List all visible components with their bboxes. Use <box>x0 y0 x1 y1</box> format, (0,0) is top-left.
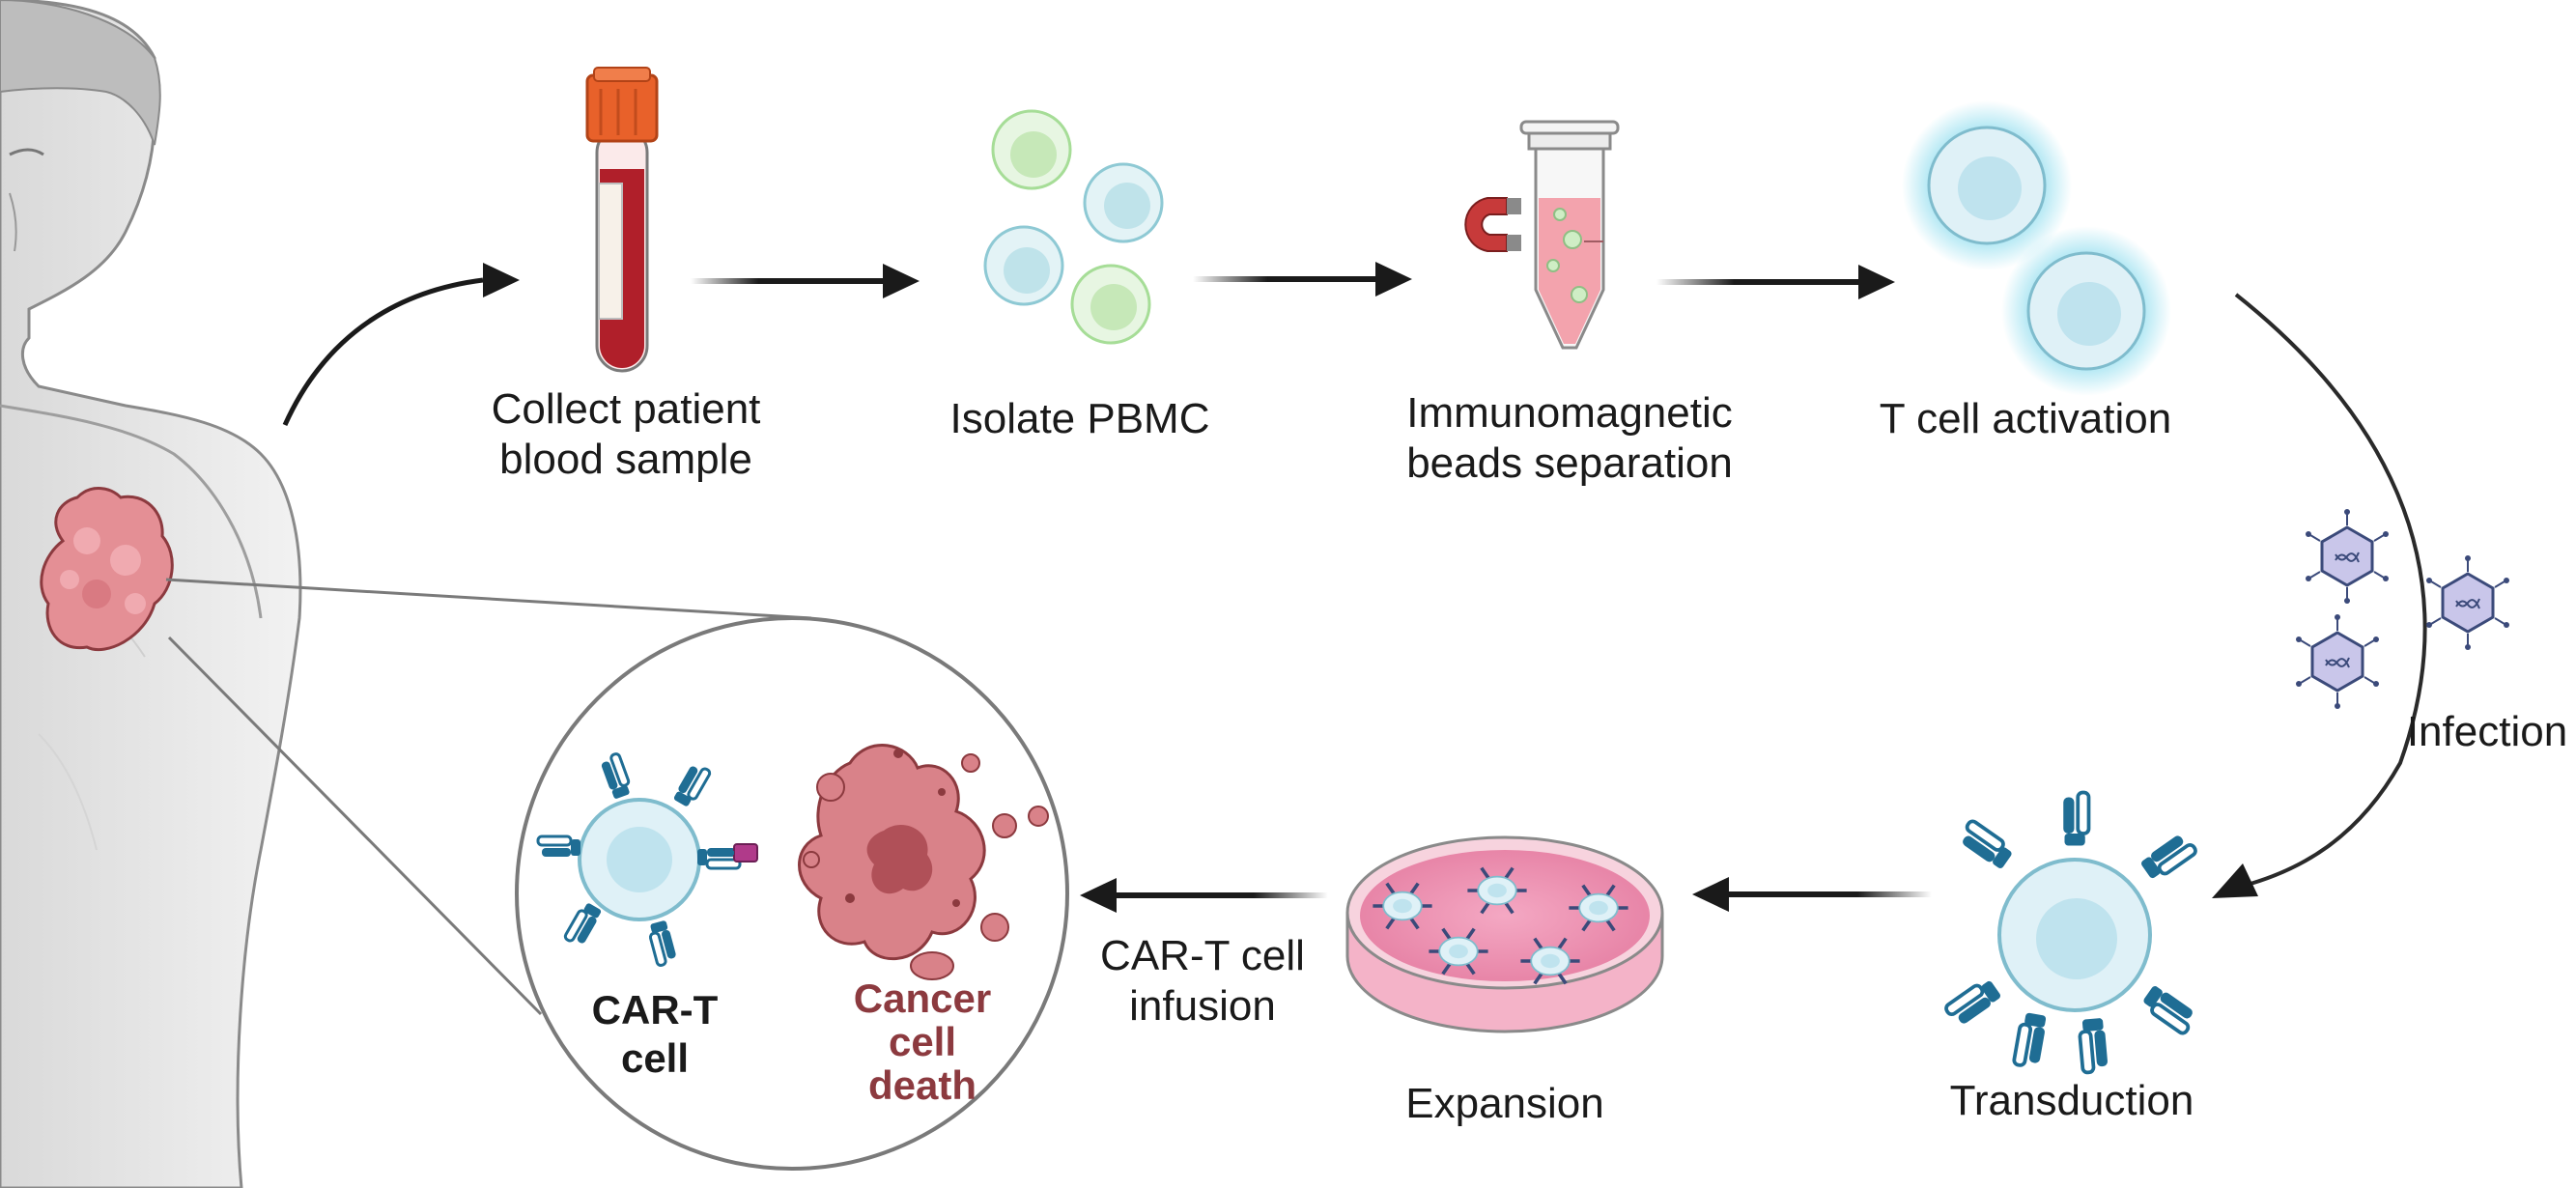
cancer-label-line2: cell <box>889 1019 956 1064</box>
infection-label: Infection <box>2407 708 2567 755</box>
cancer-label-line1: Cancer <box>854 976 991 1021</box>
blood-tube <box>585 67 659 373</box>
transduction-label: Transduction <box>1950 1077 2194 1124</box>
inset-cancer-cell <box>798 744 1049 980</box>
transduced-car-t-cell <box>1942 790 2200 1075</box>
isolate-label: Isolate PBMC <box>950 395 1210 442</box>
pbmc-cells <box>983 109 1164 345</box>
expansion-label: Expansion <box>1405 1080 1603 1127</box>
car-antigen-binding <box>733 843 758 863</box>
virus-icon <box>2424 553 2511 652</box>
zoom-line-top <box>165 578 812 620</box>
virus-icon <box>2304 507 2391 606</box>
tumor-mass <box>40 487 174 652</box>
car-t-label-line2: cell <box>621 1035 689 1081</box>
activated-t-cells <box>1902 100 2171 396</box>
arrow-isolate-to-immuno <box>1193 262 1412 297</box>
car-t-label-line1: CAR-T <box>592 987 719 1032</box>
immuno-label-line1: Immunomagnetic <box>1406 389 1732 437</box>
cancer-label-line3: death <box>868 1062 977 1108</box>
infusion-label-line2: infusion <box>1129 982 1276 1030</box>
arrow-activation-to-transduction <box>2212 293 2427 898</box>
petri-dish <box>1345 835 1664 1033</box>
inset-car-t-cell <box>536 751 742 968</box>
arrow-expansion-to-infusion <box>1080 878 1328 913</box>
viruses <box>2294 507 2511 711</box>
inset-circle: CAR-T cell Cancer cell death <box>515 616 1069 1171</box>
arrow-immuno-to-activation <box>1656 265 1895 299</box>
magnet-icon <box>1464 197 1521 252</box>
arrow-collect-to-isolate <box>691 264 920 298</box>
arrow-transduction-to-expansion <box>1692 877 1932 912</box>
zoom-line-bottom <box>167 636 543 1016</box>
immuno-label-line2: beads separation <box>1406 439 1733 487</box>
centrifuge-tube <box>1519 120 1620 350</box>
collect-label-line2: blood sample <box>499 436 752 483</box>
virus-icon <box>2294 612 2381 711</box>
activation-label: T cell activation <box>1880 395 2171 442</box>
arrow-patient-to-collect <box>282 263 520 427</box>
collect-label-line1: Collect patient <box>492 385 761 433</box>
infusion-label-line1: CAR-T cell <box>1100 932 1305 979</box>
